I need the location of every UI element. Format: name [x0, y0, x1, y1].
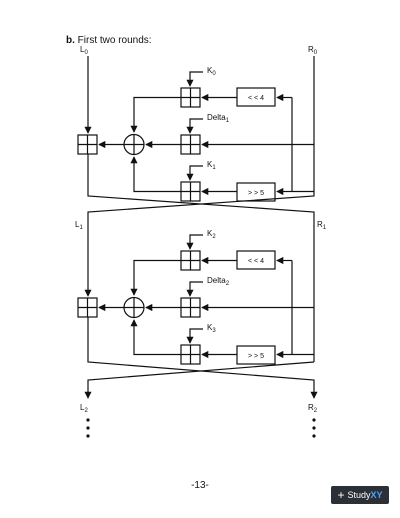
label-l0: L0	[80, 45, 88, 56]
label-k1: K1	[207, 160, 216, 171]
label-delta1: Delta1	[207, 113, 230, 124]
shift-right-5-r2: > > 5	[248, 353, 264, 360]
label-l2: L2	[80, 403, 88, 414]
shift-left-4-r1: < < 4	[248, 95, 264, 102]
page-number: -13-	[191, 480, 209, 491]
logo-text: StudyXY	[347, 490, 383, 500]
heading-prefix: b.	[66, 35, 75, 46]
label-l1: L1	[75, 220, 83, 231]
shift-right-5-r1: > > 5	[248, 190, 264, 197]
section-heading: b. First two rounds:	[66, 35, 152, 46]
shift-left-4-r2: < < 4	[248, 258, 264, 265]
label-k0: K0	[207, 66, 216, 77]
heading-text: First two rounds:	[77, 35, 152, 46]
label-k2: K2	[207, 229, 216, 240]
plus-icon: +	[337, 488, 345, 502]
label-r0: R0	[308, 45, 318, 56]
tea-diagram: L0 R0 K0 Delta1 K1 < < 4 > > 5 L1 R1 K2 …	[75, 45, 327, 438]
label-delta2: Delta2	[207, 276, 230, 287]
label-r2: R2	[308, 403, 318, 414]
label-r1: R1	[317, 220, 327, 231]
studyxy-logo: + StudyXY	[331, 486, 389, 504]
label-k3: K3	[207, 323, 216, 334]
